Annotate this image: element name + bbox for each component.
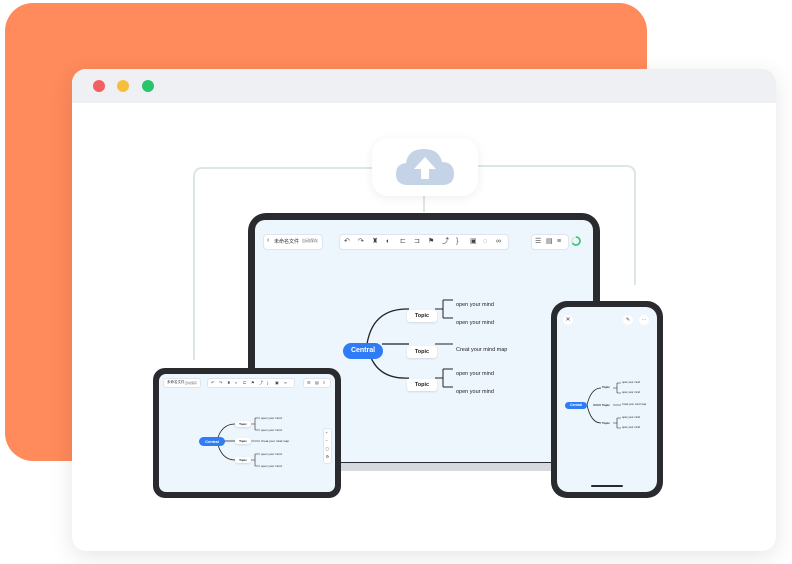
leaf-node[interactable]: open your mind (456, 389, 494, 395)
zoom-out-icon[interactable]: − (325, 438, 328, 443)
image-icon[interactable]: ▣ (275, 379, 279, 385)
laptop-base (236, 463, 612, 471)
topic-node[interactable]: Topic (407, 310, 437, 322)
marker-icon[interactable]: ⚑ (251, 379, 255, 385)
leaf-node[interactable]: open your mind (261, 464, 282, 468)
progress-ring-icon (571, 236, 581, 246)
undo-icon[interactable]: ↶ (344, 238, 350, 245)
cloud-bubble (372, 138, 478, 196)
insert-subtopic-icon[interactable]: ⊐ (414, 238, 420, 245)
edit-icon[interactable]: ✎ (623, 315, 633, 325)
central-node[interactable]: Central (343, 343, 383, 359)
settings-icon[interactable]: ⚙ (325, 454, 330, 459)
fit-icon[interactable]: ◻ (325, 446, 329, 451)
laptop-doc-title-bar[interactable]: ‹ 未命名文件 自动保存 (263, 234, 323, 250)
topic-node[interactable]: Topic (235, 421, 251, 427)
style-icon[interactable]: ♜ (372, 238, 379, 245)
window-titlebar (72, 69, 776, 103)
leaf-node[interactable]: open your mind (622, 391, 640, 394)
leaf-node[interactable]: open your mind (456, 302, 494, 308)
leaf-node[interactable]: Creat your mind map (261, 439, 290, 443)
link-icon[interactable]: ∞ (284, 379, 287, 385)
list-icon[interactable]: ≡ (323, 379, 326, 385)
tablet-view-toolbar: ☰ ▤ ≡ (303, 378, 331, 388)
leaf-node[interactable]: open your mind (261, 452, 282, 456)
leaf-node[interactable]: open your mind (622, 416, 640, 419)
laptop-mindmap-branches (366, 299, 453, 388)
theme-icon[interactable]: ◐ (235, 379, 238, 385)
central-node[interactable]: Central (565, 402, 587, 409)
undo-icon[interactable]: ↶ (211, 379, 215, 385)
outline-icon[interactable]: ☰ (535, 238, 542, 245)
tablet-side-toolbar: + − ◻ ⚙ (323, 428, 332, 464)
topic-node[interactable]: Topic (602, 385, 610, 389)
relationship-icon[interactable]: ⤴ (259, 379, 263, 385)
leaf-node[interactable]: open your mind (261, 416, 282, 420)
link-icon[interactable]: ∞ (496, 238, 501, 245)
autosave-tag: 自动保存 (302, 238, 318, 243)
leaf-node[interactable]: Creat your mind map (456, 347, 508, 353)
laptop-main-toolbar: ↶ ↷ ♜ ◐ ⊏ ⊐ ⚑ ⤴ } ▣ ◌ ∞ (339, 234, 509, 250)
phone-screen: ✕ ✎ ⋯ Central Topic Topic Topic open you… (557, 307, 657, 492)
cloud-upload-icon (396, 149, 454, 185)
redo-icon[interactable]: ↷ (219, 379, 223, 385)
marker-icon[interactable]: ⚑ (428, 238, 435, 245)
topic-node[interactable]: Topic (407, 346, 437, 358)
tablet-screen: 未命名文件 自动保存 ↶ ↷ ♜ ◐ ⊏ ⚑ ⤴ } ▣ ∞ ☰ ▤ ≡ + −… (159, 374, 335, 492)
topic-node[interactable]: Topic (602, 421, 610, 425)
list-icon[interactable]: ≡ (557, 238, 562, 245)
tablet-mindmap-branches (216, 417, 260, 467)
summary-icon[interactable]: } (267, 379, 269, 385)
leaf-node[interactable]: open your mind (456, 320, 494, 326)
topic-node[interactable]: Topic (407, 379, 437, 391)
theme-icon[interactable]: ◐ (386, 238, 391, 245)
redo-icon[interactable]: ↷ (358, 238, 364, 245)
close-icon[interactable]: ✕ (563, 315, 573, 325)
image-icon[interactable]: ▣ (470, 238, 477, 245)
tablet-doc-title-bar[interactable]: 未命名文件 自动保存 (163, 378, 201, 388)
boundary-icon[interactable]: ◌ (483, 238, 488, 245)
leaf-node[interactable]: open your mind (622, 426, 640, 429)
laptop-device: ‹ 未命名文件 自动保存 ↶ ↷ ♜ ◐ ⊏ ⊐ ⚑ ⤴ } ▣ ◌ ∞ ☰ ▤… (248, 213, 600, 465)
present-icon[interactable]: ▤ (315, 379, 319, 385)
phone-mindmap-branches (586, 382, 621, 429)
laptop-view-toolbar: ☰ ▤ ≡ (531, 234, 569, 250)
back-arrow-icon[interactable]: ‹ (267, 237, 270, 244)
topic-node[interactable]: Topic (602, 403, 610, 407)
leaf-node[interactable]: Creat your mind map (622, 403, 647, 406)
more-icon[interactable]: ⋯ (639, 315, 649, 325)
minimize-dot[interactable] (117, 80, 129, 92)
leaf-node[interactable]: open your mind (456, 371, 494, 377)
tablet-device: 未命名文件 自动保存 ↶ ↷ ♜ ◐ ⊏ ⚑ ⤴ } ▣ ∞ ☰ ▤ ≡ + −… (153, 368, 341, 498)
central-node[interactable]: Central (199, 437, 225, 446)
summary-icon[interactable]: } (456, 238, 459, 245)
maximize-dot[interactable] (142, 80, 154, 92)
present-icon[interactable]: ▤ (546, 238, 553, 245)
leaf-node[interactable]: open your mind (622, 381, 640, 384)
laptop-doc-title[interactable]: 未命名文件 (274, 239, 300, 245)
insert-topic-icon[interactable]: ⊏ (243, 379, 247, 385)
relationship-icon[interactable]: ⤴ (442, 238, 449, 245)
tablet-autosave-tag: 自动保存 (185, 380, 198, 385)
outline-icon[interactable]: ☰ (307, 379, 311, 385)
zoom-in-icon[interactable]: + (325, 430, 328, 435)
close-dot[interactable] (93, 80, 105, 92)
phone-device: ✕ ✎ ⋯ Central Topic Topic Topic open you… (551, 301, 663, 498)
insert-topic-icon[interactable]: ⊏ (400, 238, 406, 245)
topic-node[interactable]: Topic (235, 457, 251, 463)
tablet-main-toolbar: ↶ ↷ ♜ ◐ ⊏ ⚑ ⤴ } ▣ ∞ (207, 378, 295, 388)
leaf-node[interactable]: open your mind (261, 428, 282, 432)
style-icon[interactable]: ♜ (227, 379, 231, 385)
topic-node[interactable]: Topic (235, 438, 251, 444)
tablet-doc-title[interactable]: 未命名文件 (167, 380, 185, 384)
home-indicator[interactable] (591, 485, 623, 487)
